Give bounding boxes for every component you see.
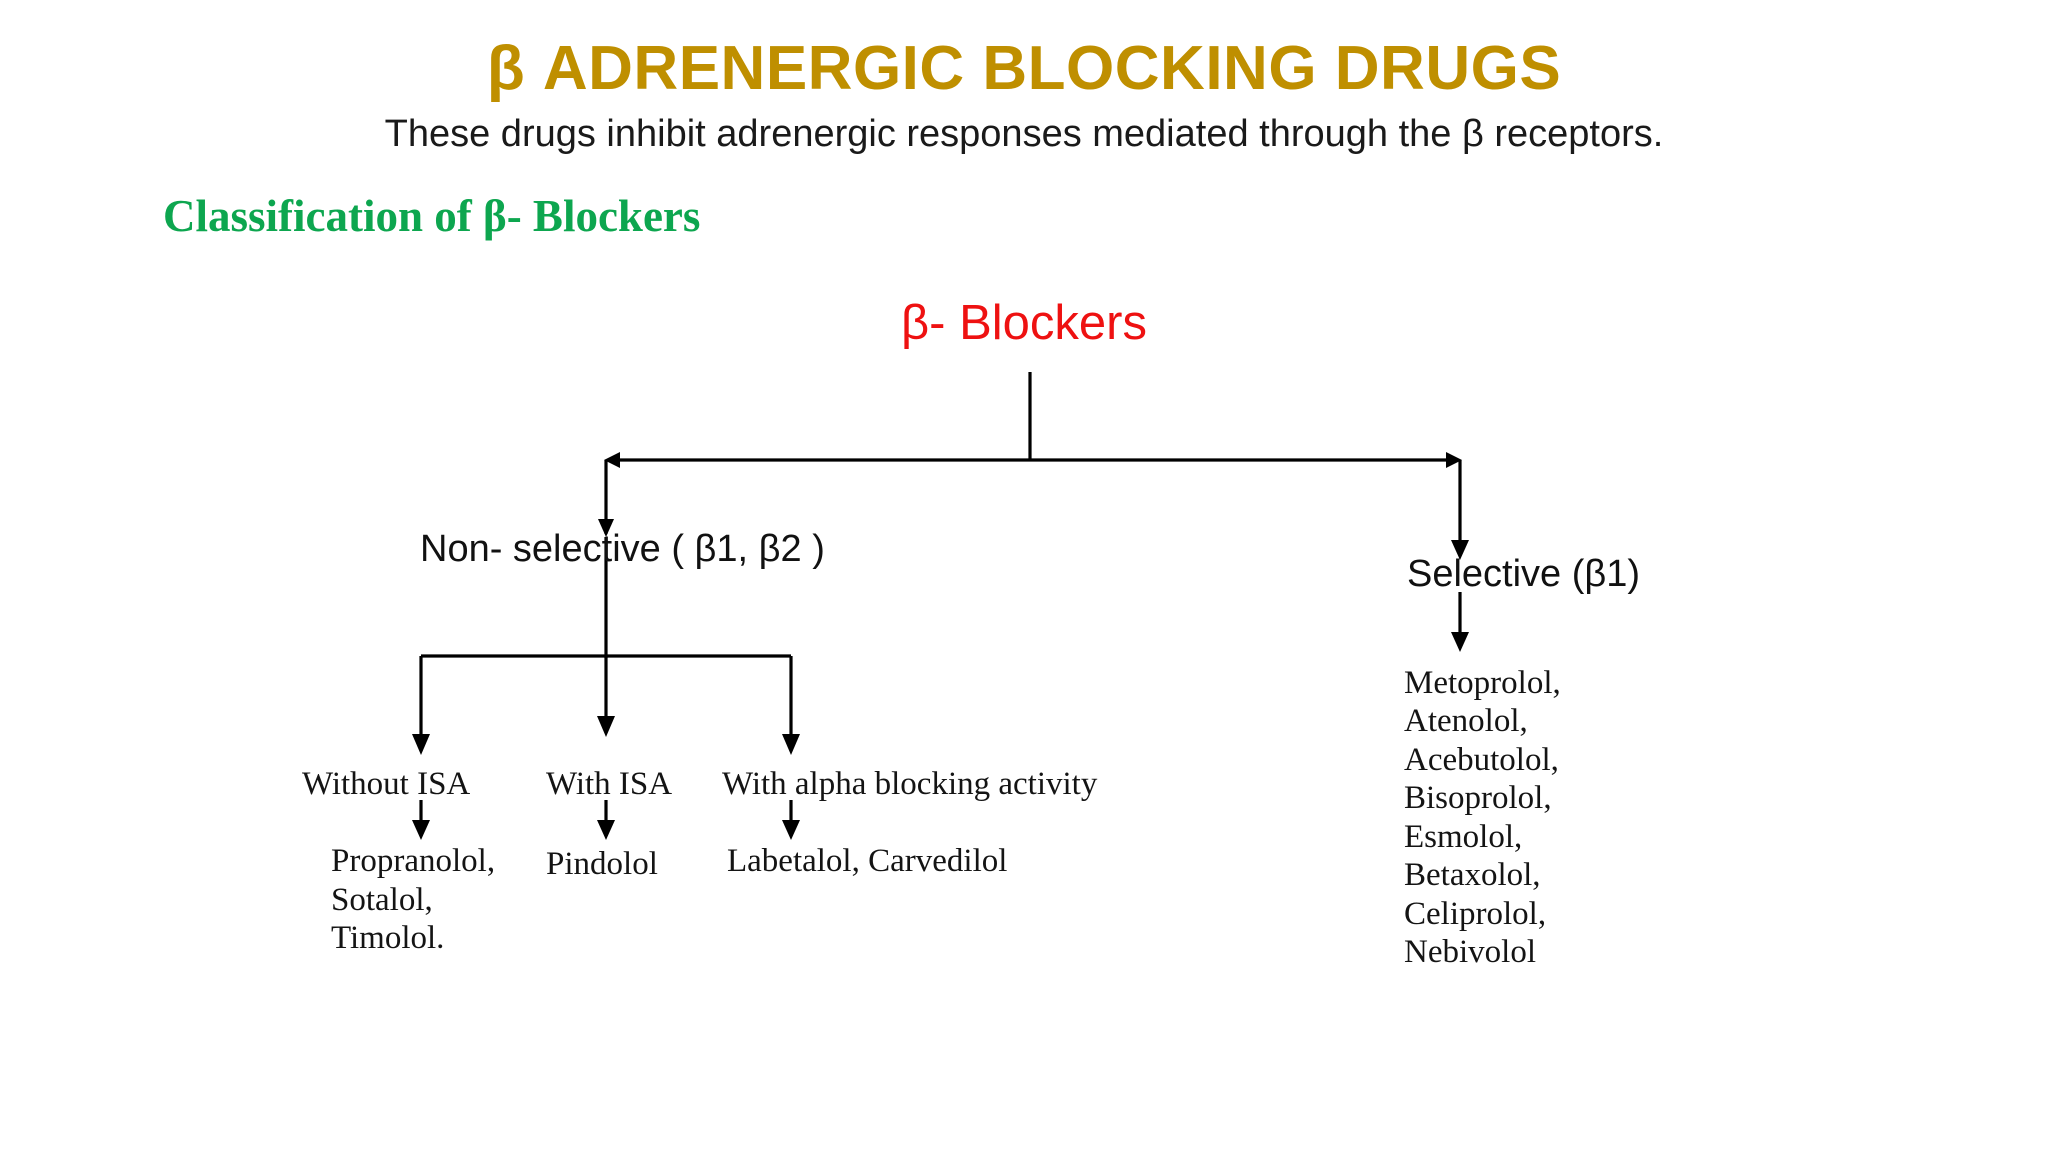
node-root-beta-blockers: β- Blockers (900, 296, 1147, 350)
arrowhead-with-isa-drugs (597, 820, 615, 840)
drug-list-with-isa: Pindolol (546, 845, 658, 884)
arrowhead-with-isa (597, 716, 615, 737)
drug-name: Esmolol, (1404, 818, 1523, 855)
arrowhead-without-isa (412, 734, 430, 755)
drug-name: Acebutolol, (1404, 741, 1559, 778)
arrowhead-without-isa-drugs (412, 820, 430, 840)
drug-name: Nebivolol (1404, 934, 1536, 971)
drug-name: Sotalol, (331, 881, 433, 918)
arrowhead-selective (1451, 540, 1469, 560)
drug-name: Propranolol, (331, 843, 496, 879)
arrowhead-left (604, 452, 620, 468)
node-non-selective: Non- selective ( β1, β2 ) (420, 528, 825, 570)
drug-name: Atenolol, (1404, 703, 1528, 740)
arrowhead-right (1446, 452, 1462, 468)
arrowhead-with-alpha-drugs (782, 820, 800, 840)
drug-name: Betaxolol, (1404, 857, 1541, 894)
arrowhead-with-alpha (782, 734, 800, 755)
page-title: β ADRENERGIC BLOCKING DRUGS (486, 34, 1562, 103)
drug-name: Timolol. (331, 920, 445, 957)
node-with-isa: With ISA (546, 766, 673, 802)
drug-name: Bisoprolol, (1404, 780, 1552, 817)
drug-name: Pindolol (546, 846, 658, 882)
node-selective: Selective (β1) (1407, 553, 1641, 595)
page-subtitle: These drugs inhibit adrenergic responses… (384, 113, 1664, 155)
section-heading-classification: Classification of β- Blockers (163, 191, 701, 241)
drug-list-with-alpha: Labetalol, Carvedilol (727, 842, 1007, 881)
arrowhead-selective-drugs (1451, 632, 1469, 652)
node-without-isa: Without ISA (302, 766, 471, 802)
drug-list-without-isa: Propranolol,Sotalol,Timolol. (331, 842, 495, 958)
connector-group (412, 372, 1469, 840)
drug-name: Labetalol, Carvedilol (727, 843, 1008, 879)
drug-list-selective: Metoprolol,Atenolol,Acebutolol,Bisoprolo… (1404, 664, 1561, 972)
drug-name: Celiprolol, (1404, 895, 1547, 932)
node-with-alpha-blocking-activity: With alpha blocking activity (722, 766, 1098, 802)
arrowhead-nonselective (598, 519, 614, 537)
drug-name: Metoprolol, (1404, 665, 1561, 701)
